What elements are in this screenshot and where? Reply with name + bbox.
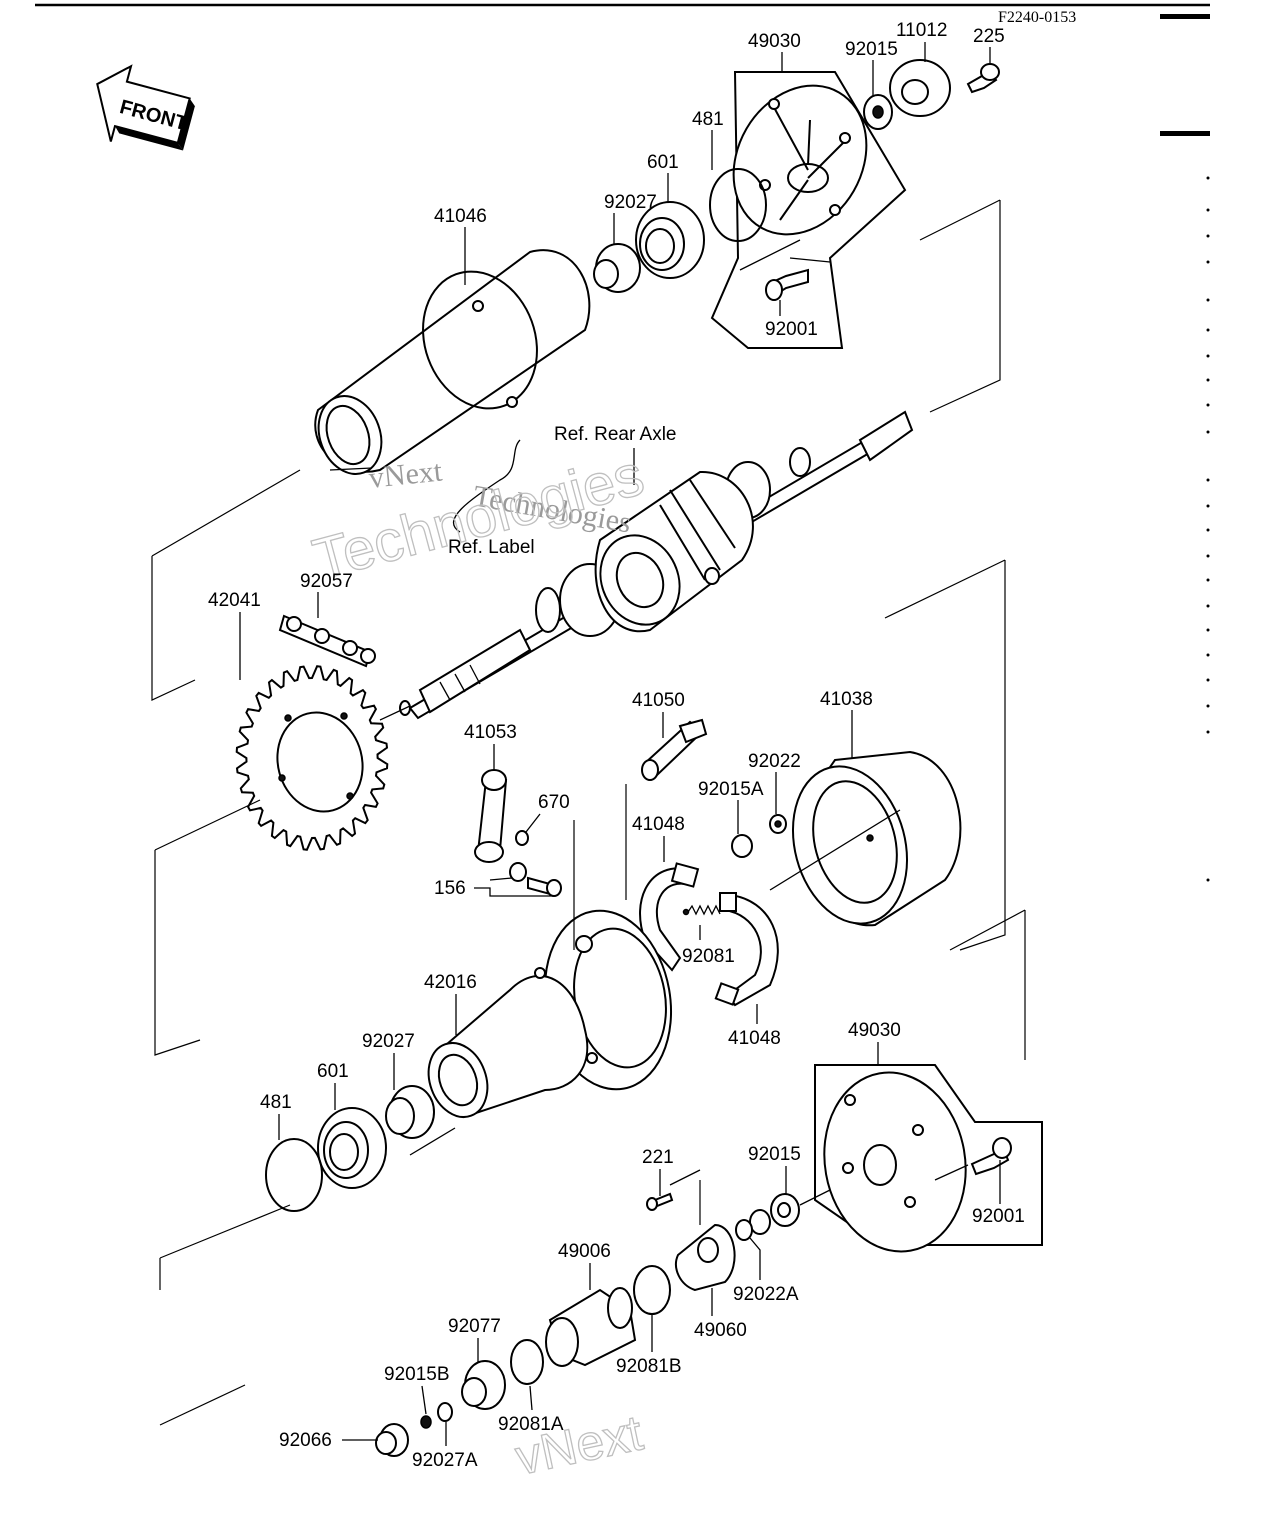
label-670: 670 [538, 792, 570, 813]
installation-guides [151, 199, 1026, 1426]
label-41046: 41046 [434, 206, 487, 227]
cap-92066 [375, 1423, 409, 1457]
coupling-49060 [675, 1223, 736, 1292]
label-92015-mid: 92015 [748, 1144, 801, 1165]
oring-92081A [510, 1339, 544, 1385]
collar-92027-mid [385, 1085, 435, 1139]
label-221: 221 [642, 1147, 674, 1168]
label-41038: 41038 [820, 689, 873, 710]
label-92081B: 92081B [616, 1356, 682, 1377]
brake-drum-41038 [791, 750, 962, 927]
chain-92057 [278, 614, 376, 668]
hub-guard-41046 [314, 249, 591, 475]
label-225: 225 [973, 26, 1005, 47]
brake-panel-42016 [427, 909, 673, 1118]
label-41050: 41050 [632, 690, 685, 711]
label-92066: 92066 [279, 1430, 332, 1451]
sprocket-hub-lower [814, 1064, 1043, 1253]
rear-axle-assembly [399, 410, 914, 720]
label-49006: 49006 [558, 1241, 611, 1262]
label-92081: 92081 [682, 946, 735, 967]
label-92015B: 92015B [384, 1364, 450, 1385]
label-92022A: 92022A [733, 1284, 799, 1305]
right-edge-mark-top [1160, 14, 1210, 19]
ref-label: Ref. Label [448, 537, 535, 558]
label-92027-upper: 92027 [604, 192, 657, 213]
brake-lever-41053 [474, 769, 508, 863]
label-49030-upper: 49030 [748, 31, 801, 52]
label-92001-lower: 92001 [972, 1206, 1025, 1227]
flange-11012 [889, 59, 951, 117]
oring-670 [515, 830, 529, 846]
circlip-481-mid [265, 1138, 323, 1212]
screw-221 [646, 1192, 674, 1211]
bearing-601-mid [317, 1107, 387, 1189]
bolt-92001-lower [970, 1137, 1012, 1176]
label-92027-mid: 92027 [362, 1031, 415, 1052]
collar-92027A [437, 1402, 453, 1422]
label-41053: 41053 [464, 722, 517, 743]
boot-49006 [545, 1287, 637, 1367]
oring-92081B [633, 1265, 671, 1315]
label-92022: 92022 [748, 751, 801, 772]
part-labels: 49030 92015 11012 225 481 601 92027 4104… [208, 20, 1025, 1471]
washer-92022A [749, 1209, 771, 1235]
nut-92015A [731, 834, 753, 858]
label-601-mid: 601 [317, 1061, 349, 1082]
diagram-code: F2240-0153 [998, 9, 1076, 26]
spring-92081 [682, 904, 721, 916]
label-92027A: 92027A [412, 1450, 478, 1471]
bolt-92001-upper [765, 268, 809, 301]
label-49030-lower: 49030 [848, 1020, 901, 1041]
label-92057: 92057 [300, 571, 353, 592]
sprocket-hub-upper [710, 71, 907, 349]
front-arrow: FRONT [96, 64, 195, 151]
washer-92015B [420, 1415, 432, 1429]
right-edge-mark-2 [1160, 131, 1210, 136]
label-601-upper: 601 [647, 152, 679, 173]
watermark-line1: vNext [367, 454, 444, 495]
label-156: 156 [434, 878, 466, 899]
label-41048-lower: 41048 [728, 1028, 781, 1049]
label-42016: 42016 [424, 972, 477, 993]
collar-92027-upper [593, 243, 641, 293]
label-92001-upper: 92001 [765, 319, 818, 340]
sprocket-42041 [235, 665, 389, 851]
right-edge-ticks [1206, 176, 1210, 882]
nut-92077 [461, 1360, 506, 1410]
brake-shoe-41048-lower [714, 892, 779, 1007]
circlip-481-upper [709, 168, 767, 242]
label-49060: 49060 [694, 1320, 747, 1341]
brake-cam-41050 [641, 718, 708, 781]
bolt-225 [966, 63, 1000, 94]
label-481-upper: 481 [692, 109, 724, 130]
label-481-mid: 481 [260, 1092, 292, 1113]
label-92081A: 92081A [498, 1414, 564, 1435]
bearing-601-upper [635, 201, 705, 279]
label-11012: 11012 [896, 20, 947, 41]
bolt-156 [527, 876, 562, 897]
label-92015-upper: 92015 [845, 39, 898, 60]
label-92015A: 92015A [698, 779, 764, 800]
label-42041: 42041 [208, 590, 261, 611]
label-92077: 92077 [448, 1316, 501, 1337]
washer-156 [509, 862, 527, 882]
ref-rear-axle: Ref. Rear Axle [554, 424, 677, 445]
label-41048-upper: 41048 [632, 814, 685, 835]
